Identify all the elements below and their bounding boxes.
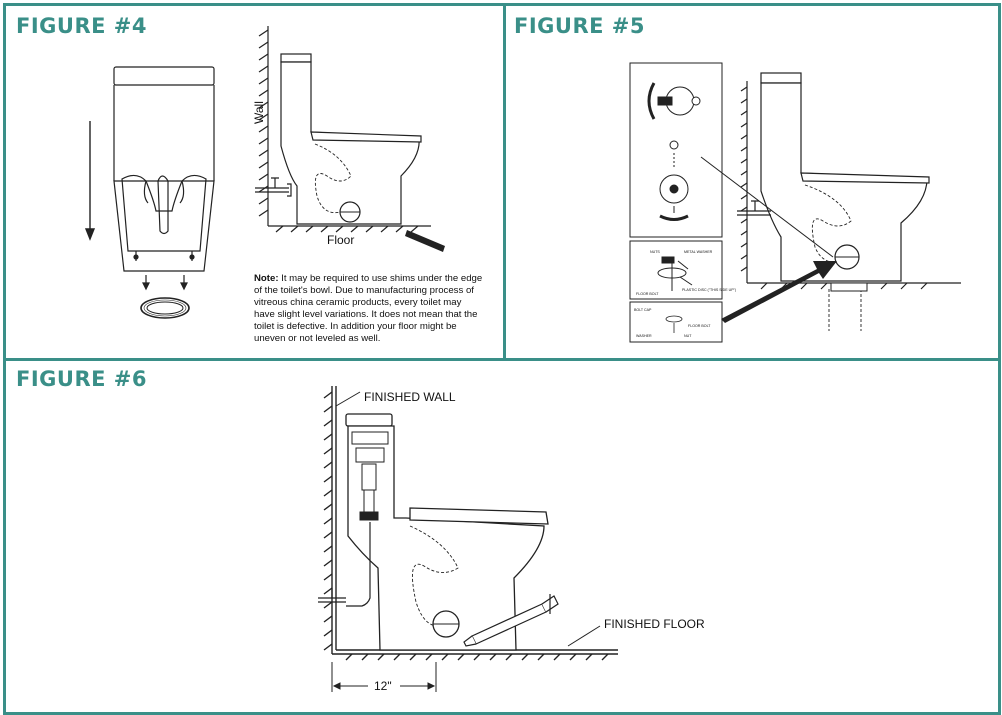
- label-metal-washer: METAL WASHER: [684, 250, 713, 254]
- label-washer: WASHER: [636, 334, 652, 338]
- figure-4-note: Note: It may be required to use shims un…: [254, 273, 484, 345]
- figure-sheet: FIGURE #4: [3, 3, 1001, 715]
- label-nut: NUT: [684, 334, 692, 338]
- figure-4-front-view-diagram: [84, 66, 215, 319]
- label-bolt-cap: BOLT CAP: [634, 308, 652, 312]
- figure-6-side-view-diagram: FINISHED WALL FINISHED FLOOR: [318, 386, 705, 693]
- figure-5-side-view-diagram: [700, 72, 961, 331]
- figure-4-wall-label: Wall: [252, 101, 266, 124]
- label-floor-bolt-2: FLOOR BOLT: [688, 324, 711, 328]
- figure-4-title: FIGURE #4: [16, 14, 147, 38]
- panel-divider-horizontal: [6, 358, 998, 361]
- figure-6-title: FIGURE #6: [16, 367, 147, 391]
- figure-4-side-view-diagram: Wall Floor: [252, 26, 445, 252]
- label-floor-bolt: FLOOR BOLT: [636, 292, 659, 296]
- note-label: Note:: [254, 272, 279, 284]
- label-nuts: NUTS: [650, 250, 660, 254]
- note-text: It may be required to use shims under th…: [254, 272, 483, 344]
- rough-in-dimension: 12": [374, 679, 392, 693]
- finished-wall-label: FINISHED WALL: [364, 390, 456, 404]
- figure-5-detail-panels: NUTS METAL WASHER FLOOR BOLT PLASTIC DIS…: [629, 62, 736, 343]
- panel-divider-vertical: [503, 6, 506, 358]
- finished-floor-label: FINISHED FLOOR: [604, 617, 705, 631]
- label-plastic-disc: PLASTIC DISC ("THIS SIDE UP"): [682, 288, 736, 292]
- figure-5-title: FIGURE #5: [514, 14, 645, 38]
- figure-4-floor-label: Floor: [327, 233, 354, 247]
